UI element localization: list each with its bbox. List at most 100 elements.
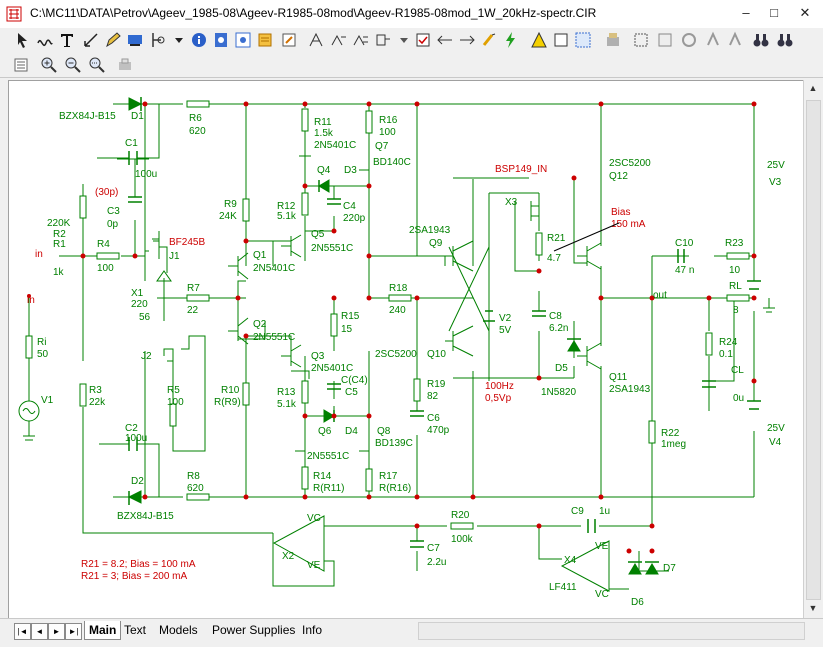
toggle-grid-icon[interactable] [394, 31, 412, 49]
first-page-button[interactable]: |◄ [14, 623, 31, 640]
pan-icon[interactable] [126, 31, 144, 49]
q7-label: Q7 [375, 141, 389, 152]
q12-label: Q12 [609, 171, 628, 182]
paste-icon[interactable] [436, 31, 454, 49]
ri-value: 50 [37, 349, 49, 360]
grid-icon[interactable] [574, 31, 592, 49]
q9-part: 2SA1943 [409, 225, 451, 236]
x2-ve: VE [307, 560, 321, 571]
scroll-down-icon[interactable]: ▼ [808, 603, 818, 613]
c10-label: C10 [675, 238, 694, 249]
help-topic-icon[interactable] [212, 31, 230, 49]
note-2: R21 = 3; Bias = 200 mA [81, 571, 188, 582]
rotate-icon[interactable] [480, 31, 498, 49]
tab-info[interactable]: Info [302, 623, 323, 637]
q11-label: Q11 [609, 372, 628, 383]
r10-label: R10 [221, 385, 240, 396]
help-icon[interactable] [234, 31, 252, 49]
move-icon[interactable] [414, 31, 432, 49]
transistors [153, 146, 602, 461]
drag-icon[interactable] [502, 31, 520, 49]
tab-models[interactable]: Models [159, 623, 198, 637]
x3-part: BSP149_IN [495, 164, 547, 175]
v1-label: V1 [41, 395, 54, 406]
scroll-up-icon[interactable]: ▲ [808, 83, 818, 93]
r5-value: 100 [167, 397, 184, 408]
r9-value: 24K [219, 211, 237, 222]
sources [18, 251, 172, 441]
c2-value: 100u [125, 433, 147, 444]
warning-icon[interactable] [530, 31, 548, 49]
info-icon[interactable] [190, 31, 208, 49]
attribute-icon[interactable] [374, 31, 392, 49]
next-page-button[interactable]: ► [48, 623, 65, 640]
scope-icon[interactable] [656, 31, 674, 49]
wire-icon[interactable] [36, 31, 54, 49]
maximize-button[interactable]: □ [770, 5, 778, 20]
find-next-icon[interactable] [726, 31, 744, 49]
r19-label: R19 [427, 379, 446, 390]
line-tool-icon[interactable] [82, 31, 100, 49]
lock-icon[interactable] [704, 31, 722, 49]
close-button[interactable]: ✕ [799, 5, 811, 20]
node-icon[interactable] [308, 31, 326, 49]
c9-value: 1u [599, 506, 610, 517]
r4-value: 100 [97, 263, 114, 274]
tab-text[interactable]: Text [124, 623, 147, 637]
q3-part: 2N5401C [311, 363, 353, 374]
pin-icon[interactable] [330, 31, 348, 49]
snapshot-icon[interactable] [116, 56, 134, 74]
page-list-icon[interactable] [12, 56, 30, 74]
schematic-canvas[interactable]: BZX84J-B15 D1 R6 620 C1 100u C3 0p 220K … [8, 80, 804, 620]
component-icon[interactable] [256, 31, 274, 49]
select-arrow-icon[interactable] [14, 31, 32, 49]
q4-label: Q4 [317, 165, 331, 176]
binocular-icon[interactable] [752, 31, 770, 49]
r2-label: R2 [53, 229, 66, 240]
horizontal-scrollbar[interactable] [418, 622, 805, 640]
q8-part: BD139C [375, 438, 413, 449]
d2-part: BZX84J-B15 [117, 511, 174, 522]
page-icon[interactable] [552, 31, 570, 49]
vertical-scrollbar[interactable]: ▲ ▼ [803, 80, 822, 618]
probe-icon[interactable] [280, 31, 298, 49]
r6-value: 620 [189, 126, 206, 137]
r22-value: 1meg [661, 439, 686, 450]
d4-label: D4 [345, 426, 358, 437]
minimize-button[interactable]: – [742, 5, 750, 20]
d2-label: D2 [131, 476, 144, 487]
highlight-labels: in in (30p) BF245B BSP149_IN Bias 150 mA… [27, 164, 646, 582]
schematic-diagram[interactable]: BZX84J-B15 D1 R6 620 C1 100u C3 0p 220K … [9, 81, 803, 619]
zoom-in-icon[interactable] [40, 56, 58, 74]
r17-label: R17 [379, 471, 398, 482]
bus-icon[interactable] [604, 31, 622, 49]
v4-value: 25V [767, 423, 785, 434]
dropdown-icon[interactable] [170, 31, 188, 49]
zoom-fit-icon[interactable] [88, 56, 106, 74]
q8-label: Q8 [377, 426, 391, 437]
nodes [27, 101, 757, 554]
r11-label: R11 [314, 117, 332, 128]
r1-value: 1k [53, 267, 65, 278]
box-icon[interactable] [632, 31, 650, 49]
q1-part: 2N5401C [253, 263, 295, 274]
x2-label: X2 [282, 551, 295, 562]
text-tool-icon[interactable] [58, 31, 76, 49]
prev-page-button[interactable]: ◄ [31, 623, 48, 640]
r2-value: 220K [47, 218, 71, 229]
last-page-button[interactable]: ►| [65, 623, 82, 640]
r16-value: 100 [379, 127, 396, 138]
r9-label: R9 [224, 199, 237, 210]
op-amps [272, 515, 610, 592]
wire-nodes-icon[interactable] [352, 31, 370, 49]
c6-value: 470p [427, 425, 450, 436]
redo-icon[interactable] [680, 31, 698, 49]
find-icon[interactable] [148, 31, 166, 49]
tab-main[interactable]: Main [84, 621, 122, 640]
pencil-icon[interactable] [104, 31, 122, 49]
zoom-out-icon[interactable] [64, 56, 82, 74]
tab-power-supplies[interactable]: Power Supplies [212, 623, 296, 637]
flip-icon[interactable] [458, 31, 476, 49]
scroll-thumb[interactable] [806, 100, 821, 600]
binocular-next-icon[interactable] [776, 31, 794, 49]
